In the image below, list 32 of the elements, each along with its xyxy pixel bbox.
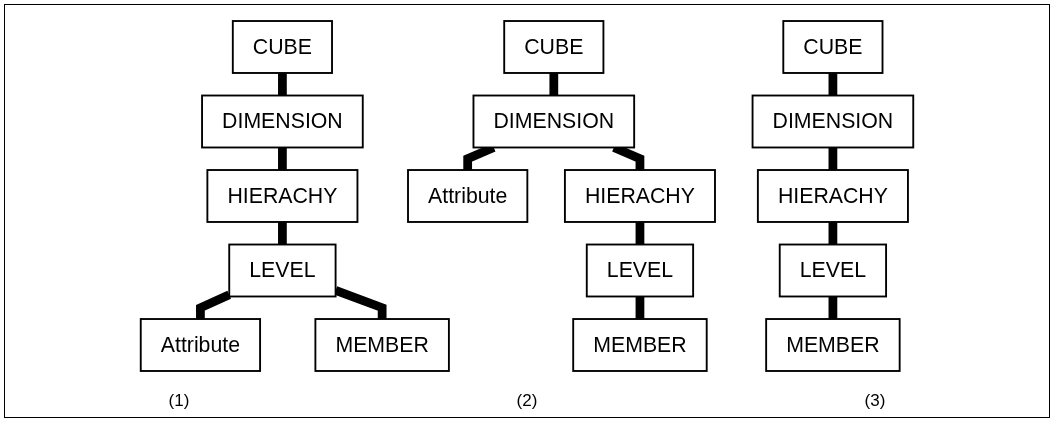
node-box: MEMBER: [314, 318, 450, 372]
connector: [334, 286, 387, 319]
node-box: LEVEL: [778, 243, 888, 298]
node-box: HIERACHY: [563, 169, 716, 223]
node-box: DIMENSION: [751, 94, 915, 149]
connector: [278, 147, 287, 170]
connector: [828, 222, 838, 245]
connector: [549, 73, 559, 96]
node-box: Attribute: [407, 169, 529, 223]
connector: [278, 73, 287, 96]
connector: [196, 290, 232, 319]
node-box: HIERACHY: [756, 169, 909, 223]
node-box: LEVEL: [585, 243, 695, 298]
connector: [828, 147, 838, 170]
panel-number: (1): [168, 391, 190, 411]
node-box: LEVEL: [228, 243, 337, 298]
node-box: CUBE: [231, 20, 333, 74]
node-box: DIMENSION: [472, 94, 636, 149]
node-box: MEMBER: [572, 318, 708, 372]
node-box: CUBE: [503, 20, 605, 74]
panel-number: (3): [864, 391, 886, 411]
connector: [635, 296, 645, 319]
node-box: CUBE: [782, 20, 884, 74]
node-box: HIERACHY: [206, 169, 359, 223]
connector: [635, 222, 645, 245]
node-box: DIMENSION: [201, 94, 364, 149]
panel-number: (2): [516, 391, 538, 411]
connector: [278, 222, 287, 245]
connector: [828, 296, 838, 319]
node-box: MEMBER: [765, 318, 901, 372]
node-box: Attribute: [139, 318, 262, 372]
connector: [828, 73, 838, 96]
